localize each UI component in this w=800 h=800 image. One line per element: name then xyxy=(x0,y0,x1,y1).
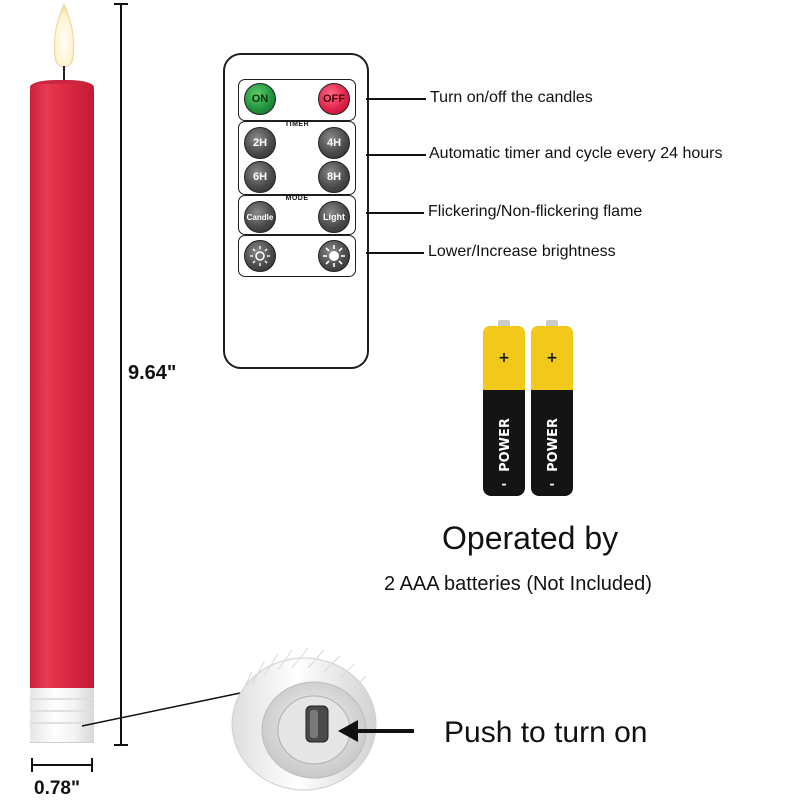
candle-flame xyxy=(53,2,75,80)
battery-left-plus: + xyxy=(498,350,510,366)
diameter-dimension-line xyxy=(32,764,92,766)
off-button[interactable]: OFF xyxy=(318,83,350,115)
candle-base-cap xyxy=(231,647,377,791)
brightness-down-button[interactable] xyxy=(244,240,276,272)
callout-timer: Automatic timer and cycle every 24 hours xyxy=(429,145,723,162)
brightness-up-button[interactable] xyxy=(318,240,350,272)
timer-6h-button[interactable]: 6H xyxy=(244,161,276,193)
aaa-battery-left: + POWER - xyxy=(483,320,525,496)
brightness-button-group xyxy=(238,235,356,277)
power-button-group: ON OFF xyxy=(238,79,356,121)
diameter-dimension-right-tick xyxy=(91,758,93,772)
battery-right-minus: - xyxy=(550,477,555,491)
diameter-label: 0.78" xyxy=(34,778,80,799)
on-button[interactable]: ON xyxy=(244,83,276,115)
callout-line-brightness xyxy=(366,252,424,254)
operated-by-title: Operated by xyxy=(442,520,619,556)
timer-label: TIMER xyxy=(284,121,310,128)
timer-2h-button[interactable]: 2H xyxy=(244,127,276,159)
callout-line-on-off xyxy=(366,98,426,100)
aaa-battery-right: + POWER - xyxy=(531,320,573,496)
candle-base xyxy=(30,688,94,743)
candle-body xyxy=(30,84,94,688)
light-mode-button[interactable]: Light xyxy=(318,201,350,233)
diameter-dimension-left-tick xyxy=(31,758,33,772)
candle-mode-button[interactable]: Candle xyxy=(244,201,276,233)
battery-left-brand: POWER xyxy=(498,418,513,472)
callout-brightness: Lower/Increase brightness xyxy=(428,243,616,260)
mode-button-group: MODE Candle Light xyxy=(238,195,356,235)
timer-8h-button[interactable]: 8H xyxy=(318,161,350,193)
push-arrow-icon xyxy=(338,720,414,742)
height-label: 9.64" xyxy=(128,362,177,384)
operated-by-subtitle: 2 AAA batteries (Not Included) xyxy=(384,573,652,595)
callout-mode: Flickering/Non-flickering flame xyxy=(428,203,643,220)
callout-on-off: Turn on/off the candles xyxy=(430,89,593,106)
mode-label: MODE xyxy=(285,195,309,202)
battery-right-brand: POWER xyxy=(546,418,561,472)
push-to-turn-on-label: Push to turn on xyxy=(444,716,648,749)
callout-line-timer xyxy=(366,154,426,156)
height-dimension-line xyxy=(120,3,122,745)
remote-control: ON OFF TIMER 2H 4H 6H 8H MODE Candle Lig… xyxy=(223,53,369,369)
battery-left-minus: - xyxy=(502,477,507,491)
sun-bright-icon xyxy=(323,245,345,267)
timer-4h-button[interactable]: 4H xyxy=(318,127,350,159)
sun-dim-icon xyxy=(250,246,270,266)
battery-right-plus: + xyxy=(546,350,558,366)
base-leader-line xyxy=(81,691,246,727)
timer-button-group: TIMER 2H 4H 6H 8H xyxy=(238,121,356,195)
height-dimension-bottom-tick xyxy=(114,744,128,746)
callout-line-mode xyxy=(366,212,424,214)
